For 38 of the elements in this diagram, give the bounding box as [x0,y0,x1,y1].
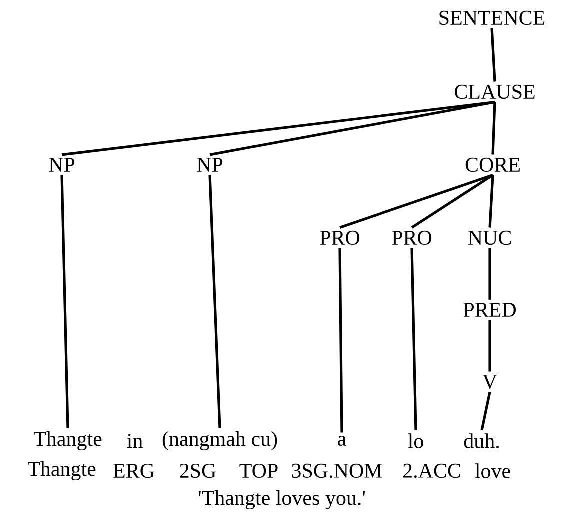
tree-branch [210,100,496,156]
tree-node-label: NP [197,158,223,172]
gloss: 3SG.NOM [292,464,382,478]
tree-branch [488,175,494,228]
word: (nangmah cu) [162,431,278,451]
tree-branch [208,175,222,428]
tree-node-label: PRO [320,230,360,246]
tree-node-label: NP [49,158,75,172]
gloss: Thangte [28,461,96,481]
tree-node-label: CLAUSE [455,84,535,100]
gloss: 2SG [180,464,216,478]
tree-branch [411,174,494,229]
tree-branch [60,175,70,428]
word: duh. [464,434,499,448]
gloss: 2.ACC [403,464,460,478]
gloss: love [475,464,510,478]
tree-branch [480,392,492,431]
tree-branch [410,248,418,430]
tree-node-label: SENTENCE [440,10,545,26]
word: Thangte [34,431,102,451]
gloss: ERG [114,464,154,478]
word: a [338,436,346,446]
tree-branch [490,28,496,82]
translation: 'Thangte loves you.' [198,490,366,510]
word: lo [408,434,424,448]
tree-branch [492,102,496,155]
gloss: TOP [240,464,278,478]
tree-node-label: NUC [468,230,511,246]
tree-node-label: PRED [464,303,516,317]
tree-node-label: CORE [466,158,520,172]
tree-branch [338,248,344,433]
tree-branch [488,248,492,300]
tree-node-label: V [482,374,498,390]
tree-branch [488,320,492,372]
tree-node-label: PRO [392,230,432,246]
tree-branch [62,100,496,156]
tree-branch [340,174,494,229]
word: in [127,434,143,448]
